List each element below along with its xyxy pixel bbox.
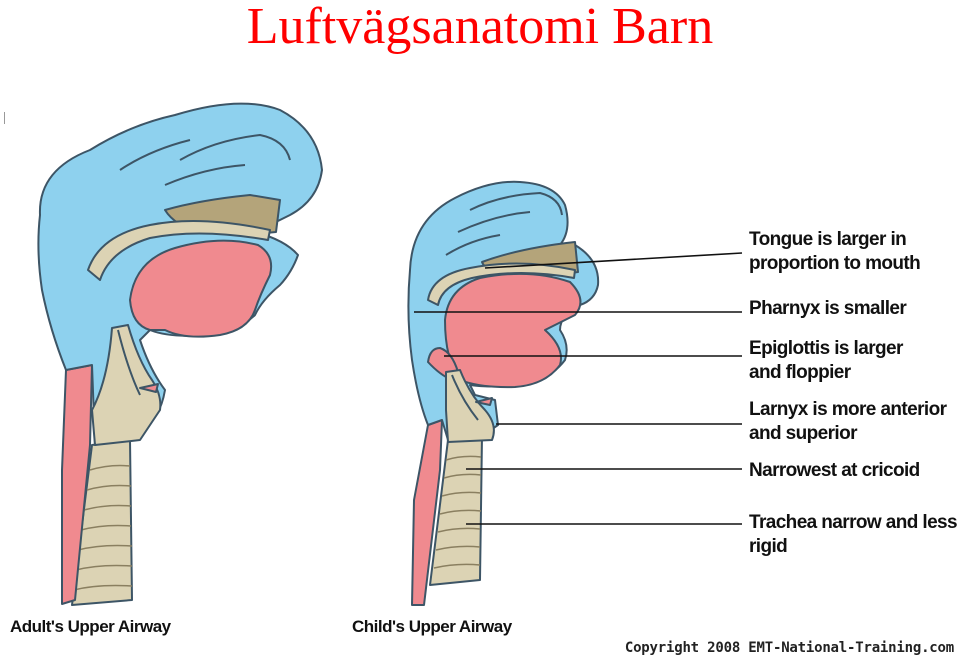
adult-vocal-cord <box>139 383 159 393</box>
label-trachea-line1: Trachea narrow and less <box>749 512 958 533</box>
label-pharynx-line1: Pharnyx is smaller <box>749 298 907 319</box>
label-cricoid-line1: Narrowest at cricoid <box>749 460 920 481</box>
label-pharynx: Pharnyx is smaller <box>749 297 907 321</box>
child-tongue <box>444 272 582 389</box>
adult-airway-diagram <box>37 102 323 606</box>
adult-hard-palate <box>87 220 271 281</box>
child-trachea-rings <box>433 455 482 569</box>
caption-child: Child's Upper Airway <box>352 617 512 636</box>
page-title: Luftvägsanatomi Barn <box>246 0 714 55</box>
adult-tongue <box>129 239 273 338</box>
child-nasal-lines <box>445 192 563 256</box>
label-larynx-line2: and superior <box>749 423 857 444</box>
label-larynx: Larnyx is more anterior and superior <box>749 398 947 446</box>
label-cricoid: Narrowest at cricoid <box>749 459 920 483</box>
leader-lines <box>414 252 743 525</box>
label-epiglottis-line2: and floppier <box>749 362 851 383</box>
label-tongue: Tongue is larger in proportion to mouth <box>749 228 921 276</box>
child-hard-palate <box>427 262 576 306</box>
copyright-text: Copyright 2008 EMT-National-Training.com <box>624 640 954 656</box>
caption-adult: Adult's Upper Airway <box>10 617 171 636</box>
edge-mark <box>4 112 5 124</box>
label-trachea: Trachea narrow and less rigid <box>749 511 958 559</box>
adult-nasal-lines <box>119 134 291 186</box>
child-vocal-cord <box>475 397 493 406</box>
label-trachea-line2: rigid <box>749 536 788 557</box>
leader-tongue <box>484 252 743 269</box>
label-larynx-line1: Larnyx is more anterior <box>749 399 947 420</box>
label-epiglottis: Epiglottis is larger and floppier <box>749 337 903 385</box>
adult-trachea-rings <box>73 464 133 591</box>
label-epiglottis-line1: Epiglottis is larger <box>749 338 903 359</box>
label-tongue-line2: proportion to mouth <box>749 253 921 274</box>
label-tongue-line1: Tongue is larger in <box>749 229 907 250</box>
adult-larynx <box>91 324 162 446</box>
child-airway-diagram <box>407 180 600 606</box>
